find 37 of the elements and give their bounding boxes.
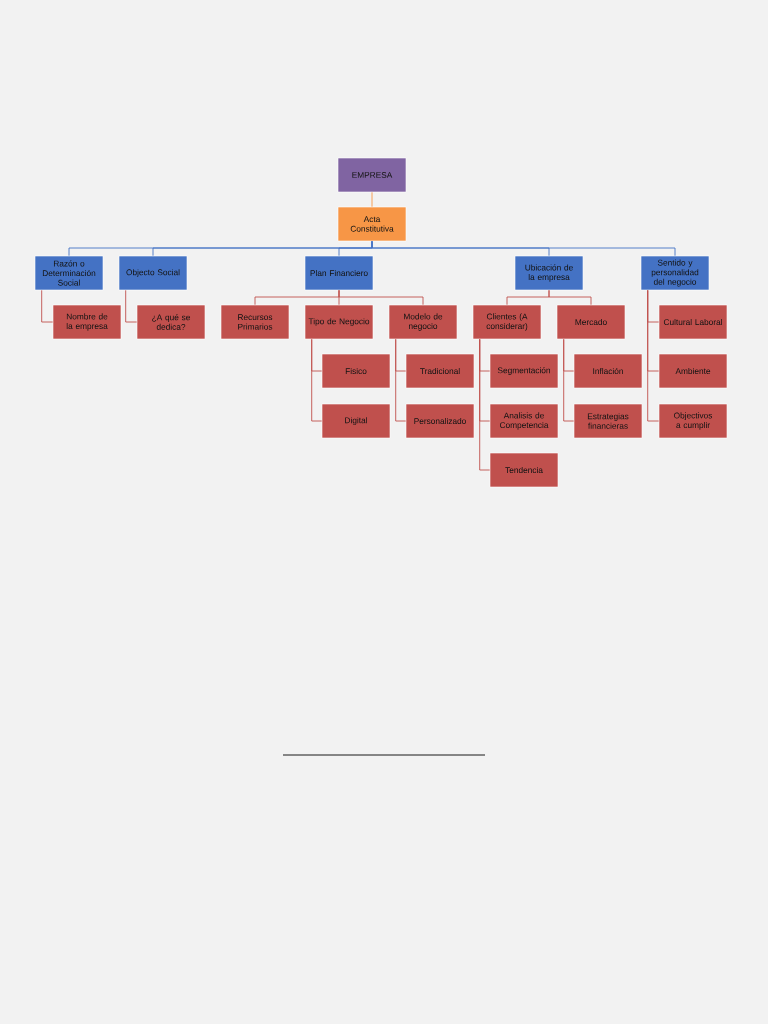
category-box: Sentido y personalidad del negocio — [640, 255, 710, 291]
connector-line — [395, 338, 407, 422]
connector-line — [41, 289, 54, 323]
title-box: EMPRESA — [337, 157, 407, 193]
connector-line — [338, 289, 424, 306]
item-box: Clientes (A considerar) — [472, 304, 542, 340]
connector-line — [311, 338, 323, 422]
item-box: Fisico — [321, 353, 391, 389]
category-box: Plan Financiero — [304, 255, 374, 291]
connector-line — [125, 289, 138, 323]
connector-line — [371, 240, 676, 257]
item-box: ¿A qué se dedica? — [136, 304, 206, 340]
item-box: Digital — [321, 403, 391, 439]
item-box: Nombre de la empresa — [52, 304, 122, 340]
category-box: Razón o Determinación Social — [34, 255, 104, 291]
item-box: Tipo de Negocio — [304, 304, 374, 340]
item-box: Analisis de Competencia — [489, 403, 559, 439]
item-box: Modelo de negocio — [388, 304, 458, 340]
item-box: Segmentación — [489, 353, 559, 389]
connector-line — [479, 338, 491, 471]
item-box: Ambiente — [658, 353, 728, 389]
category-box: Objecto Social — [118, 255, 188, 291]
connector-line — [548, 289, 592, 306]
header-box: Acta Constitutiva — [337, 206, 407, 242]
item-box: Tradicional — [405, 353, 475, 389]
item-box: Inflación — [573, 353, 643, 389]
item-box: Recursos Primarios — [220, 304, 290, 340]
connector-line — [647, 289, 660, 422]
item-box: Tendencia — [489, 452, 559, 488]
item-box: Personalizado — [405, 403, 475, 439]
item-box: Cultural Laboral — [658, 304, 728, 340]
category-box: Ubicación de la empresa — [514, 255, 584, 291]
item-box: Objectivos a cumplir — [658, 403, 728, 439]
connector-line — [563, 338, 575, 422]
item-box: Mercado — [556, 304, 626, 340]
item-box: Estrategias financieras — [573, 403, 643, 439]
connector-line — [371, 191, 373, 208]
